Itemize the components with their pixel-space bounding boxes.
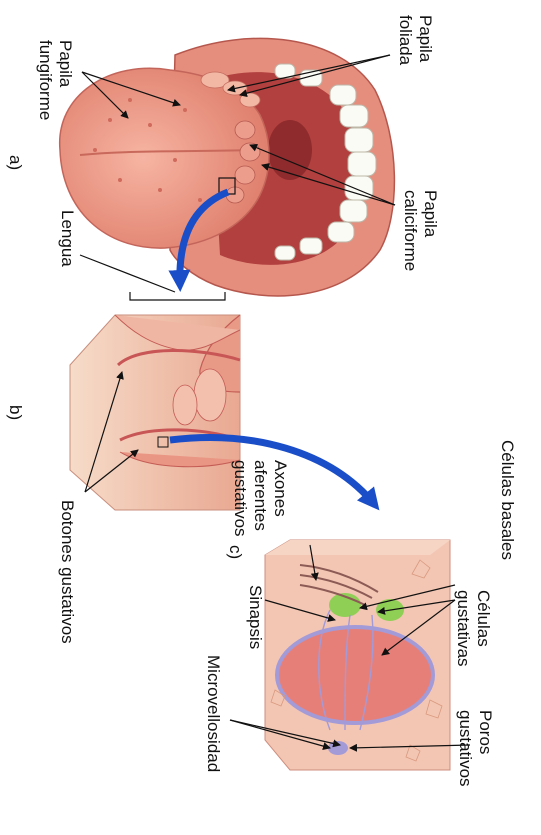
svg-text:Botones gustativos: Botones gustativos: [58, 500, 77, 644]
svg-text:Axones: Axones: [271, 460, 290, 517]
svg-text:a): a): [6, 155, 25, 170]
svg-text:b): b): [6, 405, 25, 420]
label-celulas-basales: Células basales: [498, 440, 517, 560]
svg-text:Papila: Papila: [416, 15, 435, 63]
svg-text:caliciforme: caliciforme: [401, 190, 420, 271]
svg-text:Papila: Papila: [56, 40, 75, 88]
svg-text:Células basales: Células basales: [498, 440, 517, 560]
svg-text:c): c): [226, 545, 245, 559]
part-label-c: c): [226, 545, 245, 559]
mouth-illustration: [60, 38, 395, 296]
svg-text:Microvellosidad: Microvellosidad: [204, 655, 223, 772]
taste-bud-illustration: [265, 540, 450, 770]
svg-text:Papila: Papila: [421, 190, 440, 238]
part-label-b: b): [6, 405, 25, 420]
part-label-a: a): [6, 155, 25, 170]
label-axones: Axones aferentes gustativos: [231, 460, 290, 537]
svg-text:Lengua: Lengua: [58, 210, 77, 267]
label-botones-gustativos: Botones gustativos: [58, 500, 77, 644]
label-papila-foliada: Papila foliada: [396, 15, 435, 66]
svg-text:Sinapsis: Sinapsis: [246, 585, 265, 649]
label-papila-caliciforme: Papila caliciforme: [401, 190, 440, 271]
svg-text:gustativas: gustativas: [454, 590, 473, 667]
label-poros-gustativos: Poros gustativos: [456, 710, 495, 787]
svg-text:fungiforme: fungiforme: [36, 40, 55, 120]
svg-text:gustativos: gustativos: [456, 710, 475, 787]
svg-text:gustativos: gustativos: [231, 460, 250, 537]
svg-text:aferentes: aferentes: [251, 460, 270, 531]
label-sinapsis: Sinapsis: [246, 585, 265, 649]
svg-text:Poros: Poros: [476, 710, 495, 754]
tongue-tissue-illustration: [70, 292, 240, 510]
label-lengua: Lengua: [58, 210, 77, 267]
svg-text:Células: Células: [474, 590, 493, 647]
label-celulas-gustativas: Células gustativas: [454, 590, 493, 667]
label-microvellosidad: Microvellosidad: [204, 655, 223, 772]
svg-text:foliada: foliada: [396, 15, 415, 66]
